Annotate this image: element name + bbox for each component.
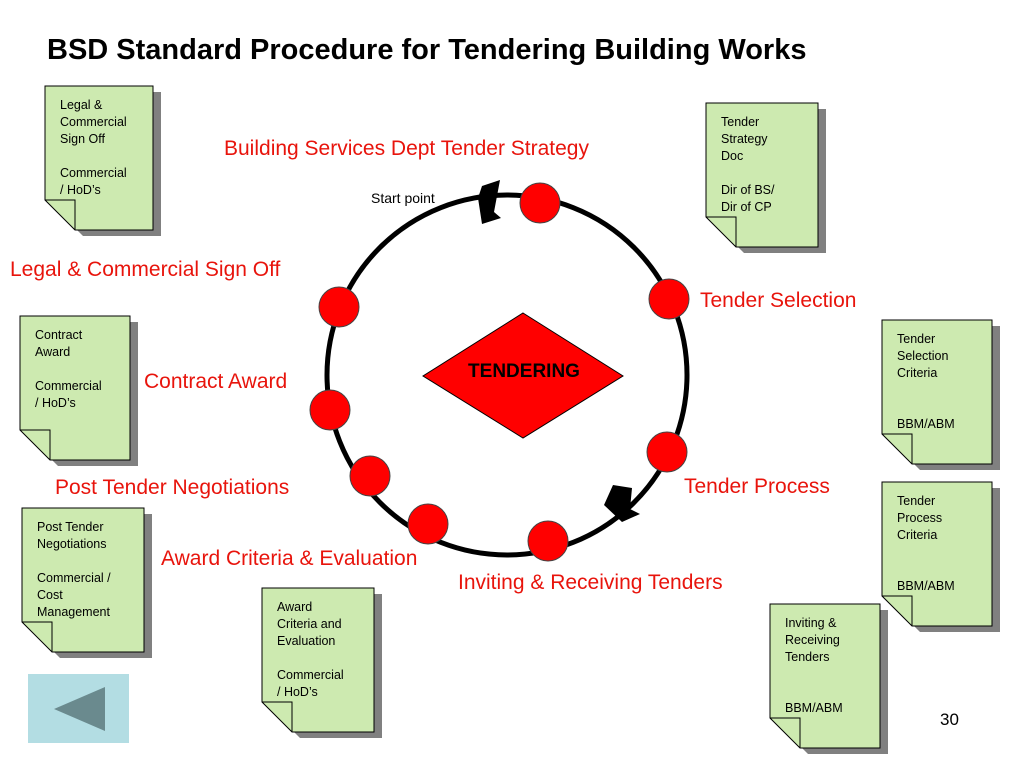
node-inviting[interactable]: [527, 520, 569, 562]
stage-label-award-criteria: Award Criteria & Evaluation: [161, 547, 418, 570]
doc-text-process: Tender Process Criteria BBM/ABM: [897, 494, 955, 593]
doc-text-selection: Tender Selection Criteria BBM/ABM: [897, 332, 955, 431]
node-process[interactable]: [646, 431, 688, 473]
doc-note-inviting: Inviting & Receiving Tenders BBM/ABM: [769, 603, 888, 754]
page-title: BSD Standard Procedure for Tendering Bui…: [47, 34, 807, 66]
doc-note-contract: Contract Award Commercial / HoD’s: [19, 315, 138, 466]
stage-label-strategy: Building Services Dept Tender Strategy: [224, 137, 589, 160]
node-legal[interactable]: [318, 286, 360, 328]
tendering-label: TENDERING: [468, 361, 580, 382]
node-strategy[interactable]: [519, 182, 561, 224]
doc-text-legal: Legal & Commercial Sign Off Commercial /…: [60, 98, 127, 197]
node-contract-award[interactable]: [309, 389, 351, 431]
doc-note-legal: Legal & Commercial Sign Off Commercial /…: [44, 85, 161, 236]
start-arrow-icon: [478, 180, 501, 224]
start-point-label: Start point: [371, 190, 435, 206]
stage-label-contract-award: Contract Award: [144, 370, 288, 393]
doc-note-negotiations: Post Tender Negotiations Commercial / Co…: [21, 507, 152, 658]
cycle-ring: [324, 192, 690, 558]
doc-text-strategy: Tender Strategy Doc Dir of BS/ Dir of CP: [721, 115, 775, 214]
doc-text-award-criteria: Award Criteria and Evaluation Commercial…: [277, 600, 344, 699]
doc-text-inviting: Inviting & Receiving Tenders BBM/ABM: [785, 616, 843, 715]
node-selection[interactable]: [648, 278, 690, 320]
stage-label-selection: Tender Selection: [700, 289, 857, 312]
page-number: 30: [940, 710, 959, 729]
doc-note-award-criteria: Award Criteria and Evaluation Commercial…: [261, 587, 382, 738]
doc-text-negotiations: Post Tender Negotiations Commercial / Co…: [37, 520, 111, 619]
node-award-criteria[interactable]: [407, 503, 449, 545]
doc-note-strategy: Tender Strategy Doc Dir of BS/ Dir of CP: [705, 102, 826, 253]
tendering-diamond: [422, 312, 624, 439]
node-negotiations[interactable]: [349, 455, 391, 497]
stage-label-negotiations: Post Tender Negotiations: [55, 476, 290, 499]
doc-note-selection: Tender Selection Criteria BBM/ABM: [881, 319, 1000, 470]
doc-note-process: Tender Process Criteria BBM/ABM: [881, 481, 1000, 632]
left-triangle-icon: [54, 687, 105, 731]
back-button[interactable]: [28, 674, 129, 743]
stage-label-process: Tender Process: [684, 475, 830, 498]
flow-arrow-icon: [604, 485, 640, 522]
stage-label-inviting: Inviting & Receiving Tenders: [458, 571, 723, 594]
doc-text-contract: Contract Award Commercial / HoD’s: [35, 328, 102, 410]
stage-label-legal: Legal & Commercial Sign Off: [10, 258, 281, 281]
